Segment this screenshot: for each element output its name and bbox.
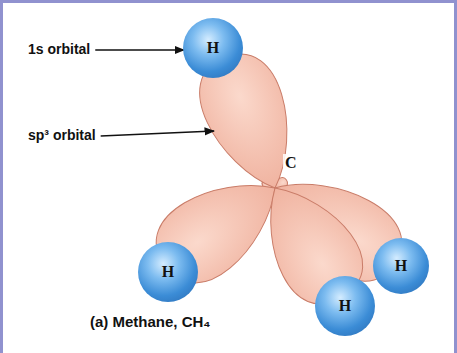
orbital-label: 1s orbital — [28, 42, 90, 57]
hydrogen-1s-orbital: H — [138, 242, 198, 302]
atom-symbol: H — [162, 264, 174, 280]
atom-symbol: H — [207, 40, 219, 56]
hydrogen-1s-orbital: H — [373, 238, 429, 294]
atom-symbol: C — [283, 154, 299, 172]
hydrogen-1s-orbital: H — [183, 18, 243, 78]
leader-line — [101, 131, 214, 136]
leader-line — [95, 49, 184, 51]
atom-symbol: H — [339, 298, 351, 314]
figure-caption: (a) Methane, CH₄ — [90, 314, 211, 331]
atom-symbol: H — [395, 258, 407, 274]
orbital-label: sp³ orbital — [28, 128, 96, 143]
hydrogen-1s-orbital: H — [315, 276, 375, 336]
